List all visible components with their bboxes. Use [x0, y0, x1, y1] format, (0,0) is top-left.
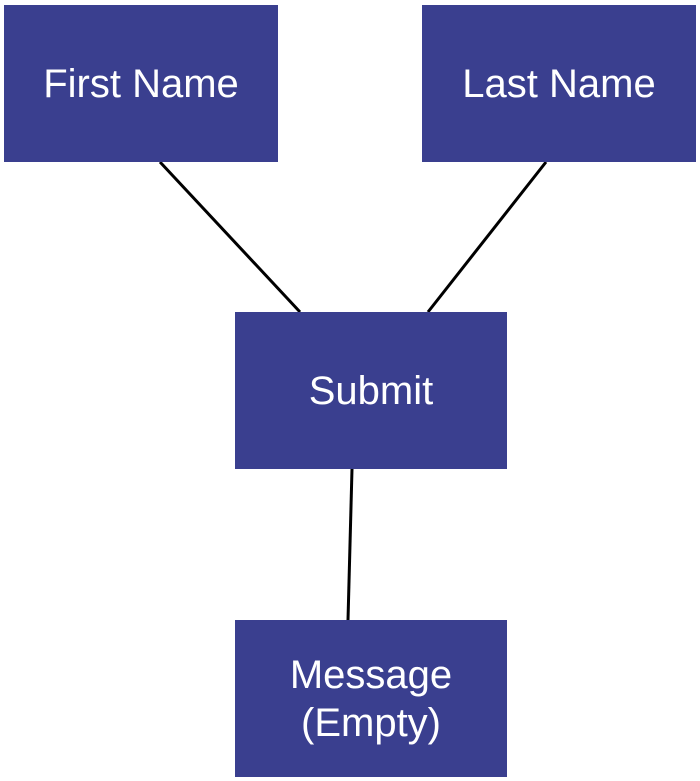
- message-node: Message (Empty): [235, 620, 507, 777]
- edge-submit-to-message: [346, 468, 354, 621]
- first-name-node: First Name: [4, 5, 278, 162]
- edge-first-name-to-submit: [158, 160, 302, 314]
- message-label: Message (Empty): [289, 652, 453, 745]
- edge-last-name-to-submit: [426, 161, 548, 313]
- submit-label: Submit: [308, 368, 434, 413]
- last-name-label: Last Name: [462, 61, 656, 106]
- first-name-label: First Name: [43, 61, 239, 106]
- last-name-node: Last Name: [422, 5, 696, 162]
- submit-node: Submit: [235, 312, 507, 469]
